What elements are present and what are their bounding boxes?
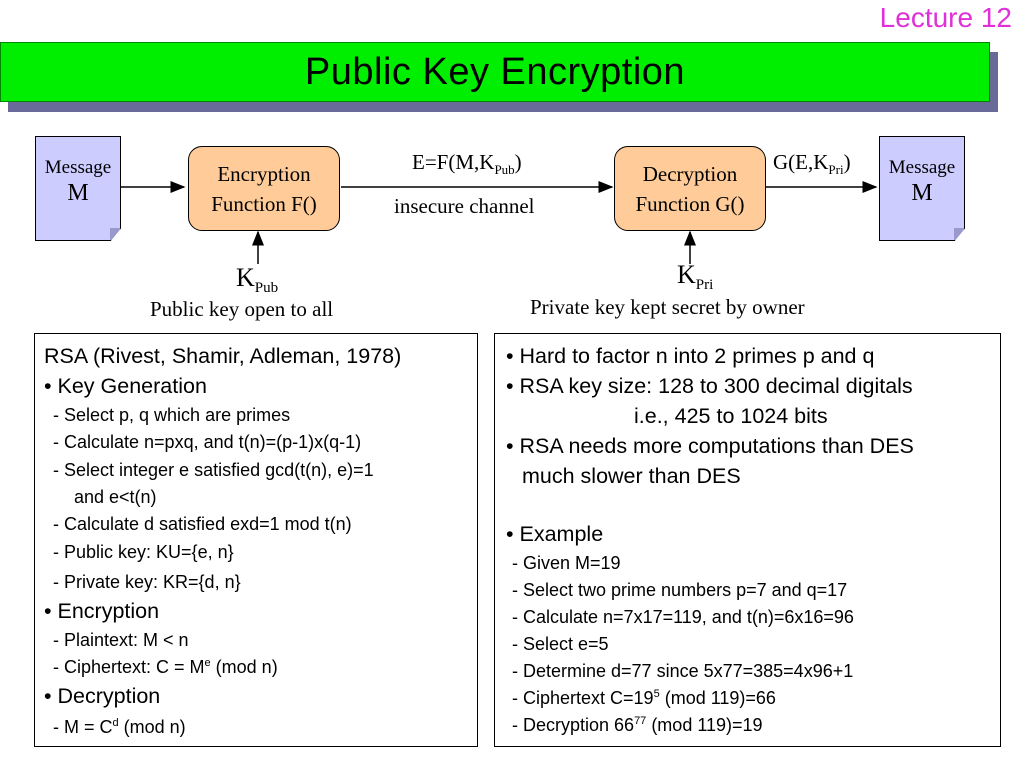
flow-arrows (121, 181, 878, 264)
ciphertext-step: - Ciphertext: C = Me (mod n) (53, 657, 278, 677)
rsa-notes-box: • Hard to factor n into 2 primes p and q… (494, 333, 1001, 747)
keygen-step: - Calculate n=pxq, and t(n)=(p-1)x(q-1) (53, 432, 362, 452)
note-bullet: • RSA key size: 128 to 300 decimal digit… (506, 374, 913, 398)
keygen-step: - Calculate d satisfied exd=1 mod t(n) (53, 514, 352, 534)
decryption-bullet: • Decryption (44, 684, 161, 708)
lecture-number: Lecture 12 (879, 2, 1012, 33)
public-key-step: - Public key: KU={e, n} (53, 542, 234, 562)
decryption-line2: Function G() (635, 191, 745, 216)
note-continuation: much slower than DES (522, 464, 741, 488)
page-fold-icon (954, 228, 964, 240)
public-key-caption: Public key open to all (150, 297, 334, 321)
channel-label: insecure channel (394, 194, 535, 218)
note-bullet: • RSA needs more computations than DES (506, 434, 914, 458)
note-continuation: i.e., 425 to 1024 bits (634, 404, 828, 428)
message-label: Message (888, 157, 956, 178)
note-bullet: • Hard to factor n into 2 primes p and q (506, 344, 875, 368)
decryption-function-box: Decryption Function G() (614, 146, 766, 231)
page-title: Public Key Encryption (304, 50, 686, 93)
example-step: - Select two prime numbers p=7 and q=17 (512, 580, 848, 600)
private-key-caption: Private key kept secret by owner (530, 295, 805, 319)
rsa-algorithm-box: RSA (Rivest, Shamir, Adleman, 1978) • Ke… (34, 333, 478, 747)
message-right-document: Message M (879, 136, 965, 241)
page-fold-icon (110, 228, 120, 240)
plaintext-step: - Plaintext: M < n (53, 630, 189, 650)
example-step: - Calculate n=7x17=119, and t(n)=6x16=96 (512, 607, 854, 627)
decryption-step: - M = Cd (mod n) (53, 717, 186, 737)
decryption-line1: Decryption (642, 161, 738, 186)
example-step: - Determine d=77 since 5x77=385=4x96+1 (512, 661, 854, 681)
ciphertext-formula: E=F(M,KPub) (412, 150, 522, 178)
keygen-step: - Select integer e satisfied gcd(t(n), e… (53, 460, 374, 480)
encryption-line1: Encryption (217, 161, 311, 186)
example-bullet: • Example (506, 522, 604, 546)
rsa-heading: RSA (Rivest, Shamir, Adleman, 1978) (44, 344, 402, 368)
message-symbol: M (911, 180, 933, 206)
message-symbol: M (67, 180, 89, 206)
keygen-step: - Select p, q which are primes (53, 405, 291, 425)
private-key-symbol: KPri (677, 260, 714, 294)
decryption-example: - Decryption 6677 (mod 119)=19 (512, 715, 763, 735)
title-banner: Public Key Encryption (0, 42, 990, 102)
message-left-document: Message M (35, 136, 121, 241)
private-key-step: - Private key: KR={d, n} (53, 572, 241, 592)
keygen-step: and e<t(n) (74, 487, 157, 507)
encryption-bullet: • Encryption (44, 599, 160, 623)
message-label: Message (44, 157, 112, 178)
ciphertext-example: - Ciphertext C=195 (mod 119)=66 (512, 688, 776, 708)
encryption-line2: Function F() (211, 191, 317, 216)
keygen-bullet: • Key Generation (44, 374, 207, 398)
example-step: - Select e=5 (512, 634, 609, 654)
encryption-function-box: Encryption Function F() (188, 146, 340, 231)
decryption-formula: G(E,KPri) (773, 150, 851, 178)
public-key-symbol: KPub (236, 263, 279, 297)
example-step: - Given M=19 (512, 553, 621, 573)
